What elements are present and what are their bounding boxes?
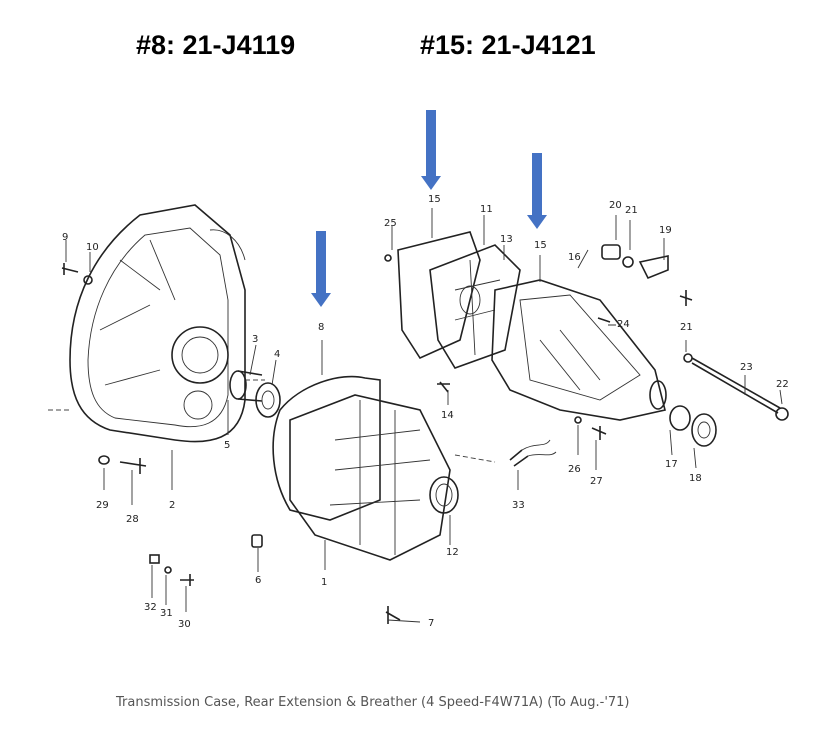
rear-cover-drawing	[397, 231, 521, 369]
arrow-part-15-right	[527, 153, 547, 229]
highlight-arrows	[311, 110, 547, 307]
callout-27: 27	[590, 476, 603, 487]
callout-4: 4	[274, 349, 280, 360]
callout-1: 1	[321, 577, 327, 588]
callout-29: 29	[96, 500, 109, 511]
callout-26: 26	[568, 464, 581, 475]
callout-9: 9	[62, 232, 68, 243]
callout-14: 14	[441, 410, 454, 421]
callout-2: 2	[169, 500, 175, 511]
arrow-part-8	[311, 231, 331, 307]
callout-11: 11	[480, 204, 493, 215]
callout-16: 16	[568, 252, 581, 263]
callout-13: 13	[500, 234, 513, 245]
callout-19: 19	[659, 225, 672, 236]
callout-labels: 9 10 3 4 5 2 29 28 8 6 1 12 7 32 31 30 1…	[62, 194, 789, 630]
leader-lines	[65, 208, 783, 623]
callout-22: 22	[776, 379, 789, 390]
callout-12: 12	[446, 547, 459, 558]
callout-28: 28	[126, 514, 139, 525]
callout-30: 30	[178, 619, 191, 630]
callout-24: 24	[617, 319, 630, 330]
callout-25: 25	[384, 218, 397, 229]
callout-10: 10	[86, 242, 99, 253]
callout-15-left: 15	[428, 194, 441, 205]
diagram-caption: Transmission Case, Rear Extension & Brea…	[116, 695, 630, 710]
part-number-heading-8: #8: 21-J4119	[136, 30, 296, 60]
transmission-case-drawing	[289, 394, 459, 561]
fastener-drawings	[61, 263, 607, 624]
callout-31: 31	[160, 608, 173, 619]
callout-17: 17	[665, 459, 678, 470]
arrow-part-15-top	[421, 110, 441, 190]
callout-3: 3	[252, 334, 258, 345]
speedometer-sensor-drawing	[454, 439, 557, 467]
rear-extension-drawing	[491, 279, 667, 421]
callout-7: 7	[428, 618, 434, 629]
clutch-housing-drawing	[48, 204, 265, 443]
gasket-8-drawing	[272, 375, 381, 521]
callout-21-top: 21	[625, 205, 638, 216]
callout-18: 18	[689, 473, 702, 484]
part-number-heading-15: #15: 21-J4121	[420, 30, 596, 60]
callout-33: 33	[512, 500, 525, 511]
rear-small-parts-drawing	[384, 244, 789, 447]
release-bearing-drawing	[229, 370, 281, 418]
callout-21-right: 21	[680, 322, 693, 333]
callout-6: 6	[255, 575, 261, 586]
callout-23: 23	[740, 362, 753, 373]
callout-15-right: 15	[534, 240, 547, 251]
callout-20: 20	[609, 200, 622, 211]
callout-32: 32	[144, 602, 157, 613]
callout-5: 5	[224, 440, 230, 451]
callout-8: 8	[318, 322, 324, 333]
